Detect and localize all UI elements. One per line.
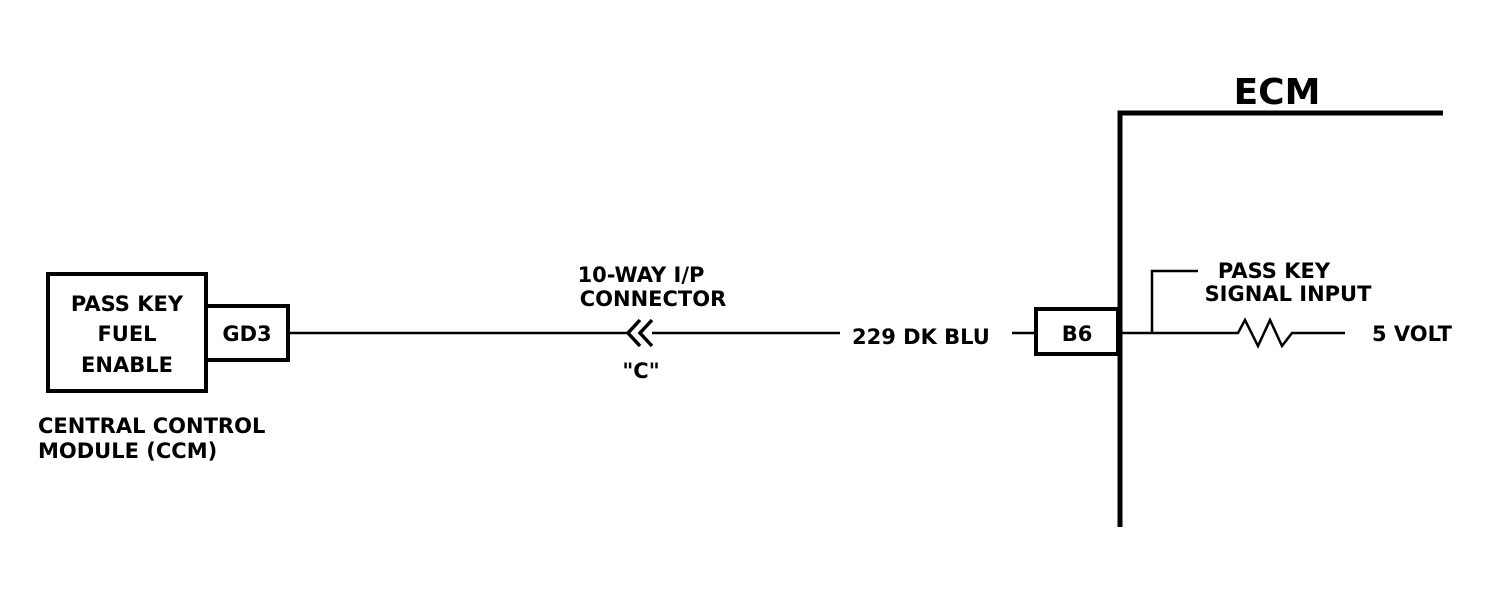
signal-tap-line [1150,269,1198,333]
supply-voltage-label: 5 VOLT [1372,322,1453,346]
signal-label-line1: PASS KEY [1218,259,1331,283]
ccm-pin-label: GD3 [222,322,271,346]
connector-name-line2: CONNECTOR [580,287,727,311]
ecm-boundary [1117,110,1443,527]
ccm-name-line1: CENTRAL CONTROL [38,414,265,438]
ccm-name-line2: MODULE (CCM) [38,439,217,463]
resistor-icon [1228,317,1345,349]
connector-chevron-icon [625,318,654,348]
signal-label-line2: SIGNAL INPUT [1205,282,1373,306]
ccm-box-label-line2: FUEL [97,322,156,346]
connector-id-label: "C" [622,359,659,383]
connector-name-line1: 10-WAY I/P [578,263,705,287]
ecm-title: ECM [1234,72,1321,113]
ccm-box-label-line3: ENABLE [81,353,173,377]
wire-label: 229 DK BLU [852,325,990,349]
ccm-box-label-line1: PASS KEY [71,292,184,316]
ecm-pin-label: B6 [1062,322,1093,346]
